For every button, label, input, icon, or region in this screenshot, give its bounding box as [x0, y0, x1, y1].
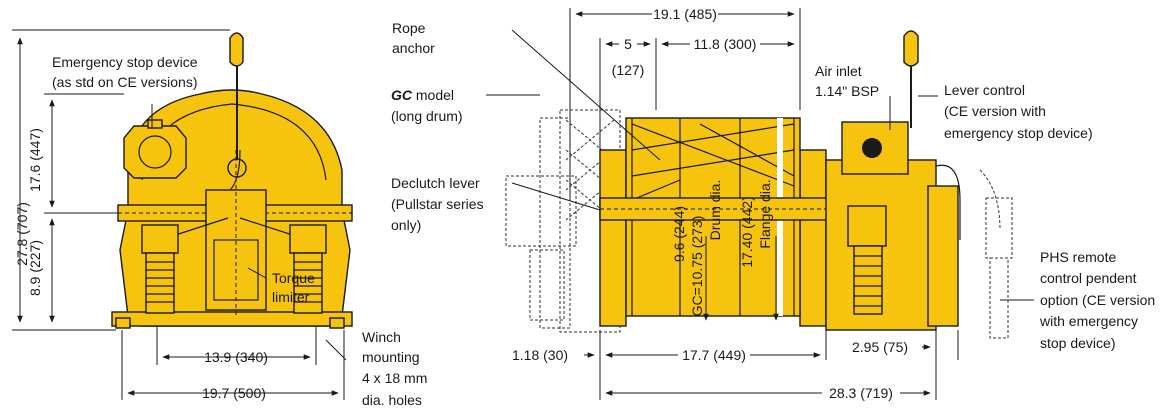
air-inlet-label-2: 1.14" BSP [815, 83, 879, 99]
emergency-stop-label: Emergency stop device [52, 54, 198, 70]
dim-five-mm: (127) [612, 62, 645, 78]
drum-dia-label: Drum dia. [707, 180, 723, 241]
dim-height-top: 17.6 (447) [27, 128, 43, 192]
front-view-winch [111, 32, 353, 329]
dim-five: 5 [624, 36, 632, 52]
emergency-stop-sub-label: (as std on CE versions) [52, 74, 198, 90]
drum-dia-value-b: GC=10.75 (273) [689, 216, 705, 317]
front-labels: Emergency stop device (as std on CE vers… [14, 54, 427, 408]
dim-width-inner: 13.9 (340) [204, 349, 268, 365]
mounting-label-1: Winch [362, 329, 401, 345]
flange-dia-label: Flange dia. [757, 179, 773, 248]
phs-pendent-outline [979, 169, 1013, 339]
gc-model-label: GC model [391, 87, 454, 103]
side-view-winch [599, 30, 961, 331]
dim-total-height: 27.8 (707) [14, 202, 30, 266]
phs-label-1: PHS remote [1040, 249, 1116, 265]
dim-mid-base: 17.7 (449) [682, 347, 746, 363]
declutch-label-3: only) [391, 217, 421, 233]
phs-label-3: option (CE version [1040, 292, 1155, 308]
phs-label-4: with emergency [1039, 313, 1138, 329]
drum-dia-value-a: 9.6 (244) [671, 206, 687, 262]
phs-label-2: control pendent [1040, 270, 1137, 286]
flange-dia-value: 17.40 (442) [739, 196, 755, 268]
dim-width-outer: 19.7 (500) [202, 385, 266, 401]
lever-control-label-2: (CE version with [944, 103, 1046, 119]
side-labels: Rope anchor GC model (long drum) Declutc… [391, 5, 1155, 402]
front-dimension-lines [12, 29, 347, 400]
dim-left-small: 1.18 (30) [512, 347, 568, 363]
mounting-label-4: dia. holes [362, 392, 422, 408]
air-inlet-label-1: Air inlet [815, 63, 862, 79]
declutch-label-1: Declutch lever [391, 175, 480, 191]
mounting-label-2: mounting [362, 349, 420, 365]
declutch-label-2: (Pullstar series [391, 196, 484, 212]
dim-top-total: 19.1 (485) [653, 6, 717, 22]
gc-model-sub-label: (long drum) [391, 108, 463, 124]
dim-overall: 28.3 (719) [829, 385, 893, 401]
dim-right-small: 2.95 (75) [852, 339, 908, 355]
phs-label-5: stop device) [1040, 335, 1115, 351]
dim-drum-length: 11.8 (300) [694, 36, 757, 52]
lever-control-label-1: Lever control [944, 82, 1025, 98]
torque-limiter-label-2: limiter [272, 289, 310, 305]
rope-anchor-label-1: Rope [392, 20, 426, 36]
rope-anchor-label-2: anchor [392, 40, 435, 56]
mounting-label-3: 4 x 18 mm [362, 370, 427, 386]
dim-height-mid: 8.9 (227) [27, 240, 43, 296]
lever-control-label-3: emergency stop device) [944, 125, 1093, 141]
torque-limiter-label-1: Torque [272, 270, 315, 286]
